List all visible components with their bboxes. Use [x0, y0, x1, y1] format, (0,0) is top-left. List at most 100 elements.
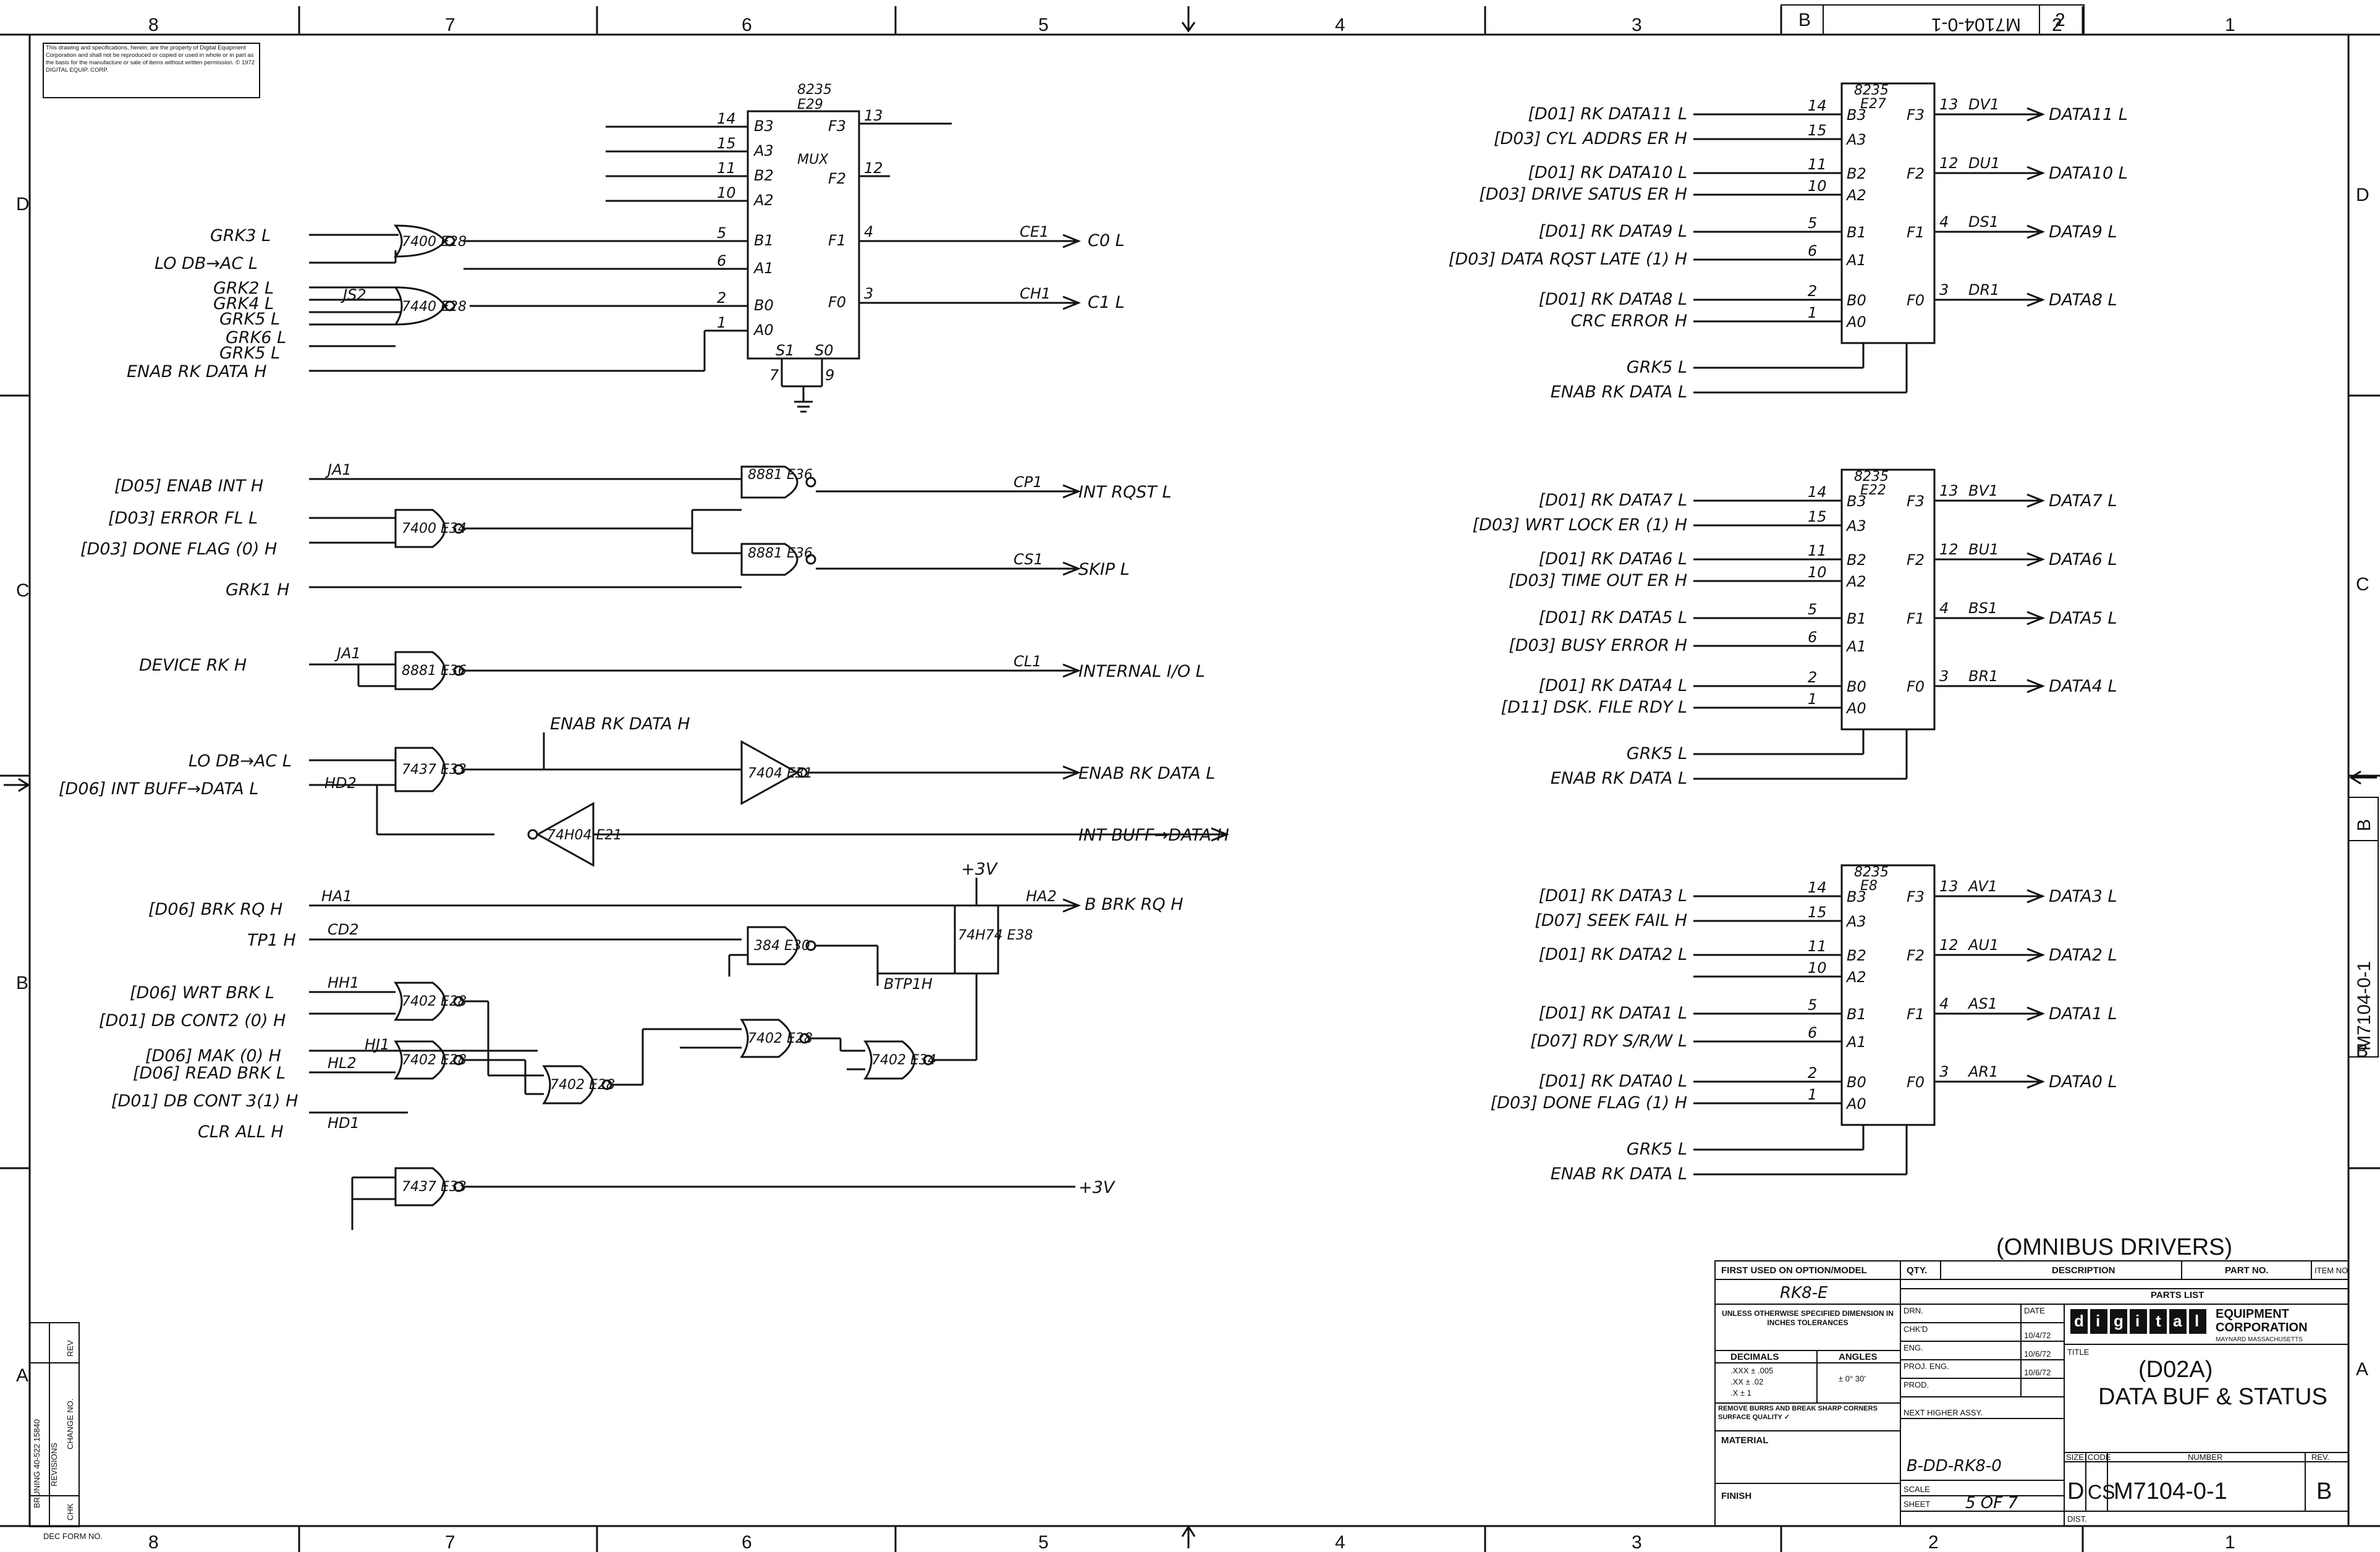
top-strip-zone: 2 — [2055, 10, 2065, 30]
input-signal: CRC ERROR H — [1570, 312, 1687, 331]
pin-name: A2 — [1845, 187, 1866, 204]
output-signal: DATA3 L — [2049, 887, 2117, 906]
pin-name: F1 — [1907, 1006, 1925, 1023]
svg-text:SKIP L: SKIP L — [1078, 560, 1130, 579]
input-signal: [D01] RK DATA2 L — [1539, 945, 1687, 964]
svg-text:GRK3 L: GRK3 L — [210, 226, 271, 245]
svg-text:CLR ALL H: CLR ALL H — [198, 1122, 284, 1142]
svg-text:SCALE: SCALE — [1904, 1485, 1930, 1494]
svg-text:LO DB→AC L: LO DB→AC L — [155, 254, 258, 273]
pin-name: B0 — [1847, 1074, 1866, 1091]
svg-text:10/4/72: 10/4/72 — [2024, 1331, 2051, 1340]
zone-label: D — [16, 194, 30, 214]
input-signal: [D01] RK DATA9 L — [1539, 222, 1687, 241]
pin-number: 5 — [1808, 996, 1817, 1014]
pin-name: A0 — [1845, 313, 1866, 331]
svg-text:[D03] ERROR FL L: [D03] ERROR FL L — [108, 509, 258, 528]
input-signal: [D03] CYL ADDRS ER H — [1494, 129, 1687, 148]
pin-name: B0 — [1847, 292, 1866, 309]
svg-text:3: 3 — [864, 285, 873, 302]
pin-name: B3 — [1847, 106, 1866, 124]
input-signal: [D07] RDY S/R/W L — [1530, 1032, 1687, 1051]
svg-text:[D06] BRK RQ H: [D06] BRK RQ H — [148, 900, 282, 919]
select-signal: GRK5 L — [1627, 744, 1687, 763]
pin-number: 13 — [1939, 96, 1959, 113]
svg-text:CHK'D: CHK'D — [1904, 1325, 1928, 1334]
input-signal: [D01] RK DATA6 L — [1539, 549, 1687, 569]
svg-text:A3: A3 — [753, 142, 774, 159]
svg-text:PART NO.: PART NO. — [2225, 1265, 2269, 1276]
pin-name: A1 — [1845, 1033, 1866, 1051]
zone-label: 1 — [2225, 1532, 2235, 1552]
input-signal: [D11] DSK. FILE RDY L — [1501, 698, 1687, 717]
svg-text:ENAB RK DATA L: ENAB RK DATA L — [1078, 764, 1215, 783]
svg-text:7404 E31: 7404 E31 — [748, 766, 813, 781]
net-name: BV1 — [1968, 482, 1998, 499]
svg-text:DEC FORM NO.: DEC FORM NO. — [43, 1532, 103, 1541]
chip-ref: E8 — [1860, 878, 1878, 894]
svg-text:F3: F3 — [828, 117, 846, 135]
svg-text:DATE: DATE — [2024, 1306, 2045, 1315]
pin-number: 14 — [1808, 483, 1827, 501]
pin-name: F2 — [1907, 165, 1925, 182]
input-signal: [D01] RK DATA0 L — [1539, 1072, 1687, 1091]
svg-text:[D06] WRT BRK L: [D06] WRT BRK L — [130, 983, 274, 1003]
svg-text:7440 E28: 7440 E28 — [402, 299, 467, 315]
svg-text:11: 11 — [717, 159, 736, 177]
pin-name: A2 — [1845, 969, 1866, 986]
svg-text:ENAB RK DATA H: ENAB RK DATA H — [127, 362, 267, 381]
svg-text:INT BUFF→DATA H: INT BUFF→DATA H — [1078, 826, 1229, 845]
zone-label: 3 — [1632, 15, 1642, 35]
pin-name: F3 — [1907, 106, 1925, 124]
pin-name: B2 — [1847, 165, 1866, 182]
output-signal: DATA6 L — [2049, 550, 2117, 569]
svg-text:D: D — [2067, 1478, 2084, 1504]
zone-label: D — [2356, 185, 2369, 205]
net-name: DR1 — [1968, 281, 1999, 299]
pin-number: 14 — [1808, 97, 1827, 114]
pin-number: 6 — [1808, 242, 1817, 260]
svg-text:HD2: HD2 — [324, 774, 357, 792]
select-signal: GRK5 L — [1627, 1140, 1687, 1159]
svg-text:7437 E33: 7437 E33 — [402, 1179, 467, 1195]
svg-text:5: 5 — [717, 224, 726, 242]
svg-text:[D05] ENAB INT H: [D05] ENAB INT H — [114, 477, 263, 496]
pin-name: B0 — [1847, 678, 1866, 695]
pin-name: F2 — [1907, 947, 1925, 964]
pin-number: 15 — [1808, 508, 1827, 525]
svg-text:DATA BUF & STATUS: DATA BUF & STATUS — [2098, 1384, 2327, 1410]
input-signal: [D01] RK DATA7 L — [1539, 491, 1687, 510]
net-name: AS1 — [1967, 995, 1997, 1012]
mux-body — [1840, 864, 1936, 1126]
chip-type: 8235 — [1854, 83, 1889, 98]
svg-text:CD2: CD2 — [328, 921, 359, 938]
svg-text:CS1: CS1 — [1014, 551, 1043, 568]
zone-label: 3 — [1632, 1532, 1642, 1552]
svg-text:ANGLES: ANGLES — [1839, 1352, 1878, 1362]
svg-text:GRK1 H: GRK1 H — [226, 580, 289, 600]
output-signal: DATA5 L — [2049, 609, 2117, 628]
output-signal: DATA0 L — [2049, 1072, 2117, 1092]
pin-number: 5 — [1808, 601, 1817, 618]
svg-text:± 0° 30': ± 0° 30' — [1839, 1374, 1866, 1383]
svg-text:BRUNING 40-522 15840: BRUNING 40-522 15840 — [32, 1419, 41, 1508]
net-name: BR1 — [1968, 668, 1998, 685]
pin-number: 11 — [1808, 938, 1827, 955]
revisions-block: REV CHANGE NO. CHK REVISIONS BRUNING 40-… — [29, 1322, 103, 1541]
svg-text:HL2: HL2 — [328, 1054, 357, 1072]
svg-text:BTP1H: BTP1H — [884, 975, 933, 993]
svg-text:CS: CS — [2088, 1481, 2115, 1503]
select-signal: GRK5 L — [1627, 358, 1687, 377]
svg-text:DESCRIPTION: DESCRIPTION — [2052, 1265, 2115, 1276]
svg-text:8881 E36: 8881 E36 — [748, 467, 813, 483]
svg-text:REV.: REV. — [2311, 1452, 2329, 1462]
zone-label: B — [16, 973, 28, 993]
svg-text:CHANGE NO.: CHANGE NO. — [66, 1399, 75, 1449]
chip-ref: E27 — [1860, 96, 1886, 112]
svg-text:B-DD-RK8-0: B-DD-RK8-0 — [1907, 1457, 2002, 1475]
svg-text:d: d — [2074, 1312, 2084, 1330]
net-name: BU1 — [1968, 541, 1999, 558]
svg-text:15: 15 — [717, 135, 736, 152]
svg-text:[D01] DB CONT 3(1) H: [D01] DB CONT 3(1) H — [111, 1092, 298, 1111]
